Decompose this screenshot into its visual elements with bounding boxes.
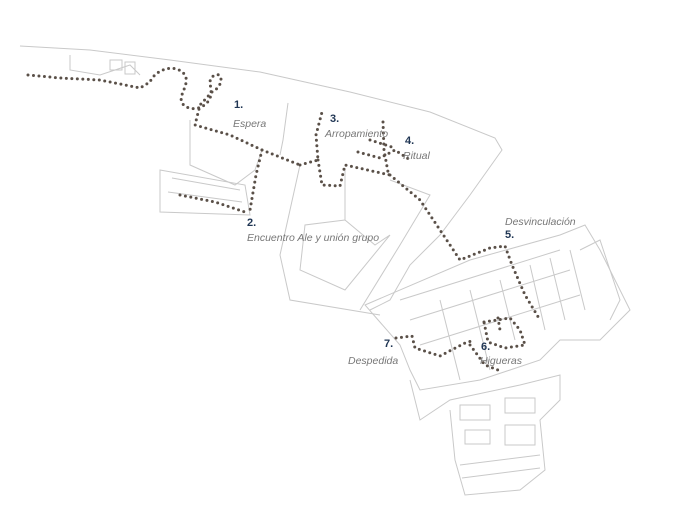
stop-6-number: 6. <box>481 341 491 353</box>
stop-2-number: 2. <box>247 217 257 229</box>
stop-1-number: 1. <box>234 99 244 111</box>
stop-5-number: 5. <box>505 229 515 241</box>
route-segment-7 <box>394 334 477 358</box>
route-segment-6 <box>468 316 527 372</box>
stop-7-number: 7. <box>384 338 394 350</box>
stop-5-label: Desvinculación <box>505 216 576 228</box>
route-segment-5 <box>388 173 542 322</box>
route-segment-4 <box>356 120 412 174</box>
stop-1-label: Espera <box>233 118 267 130</box>
route-segment-3 <box>298 110 392 188</box>
route-segment-1 <box>26 66 302 167</box>
map-outlines <box>19 45 631 496</box>
stop-4-number: 4. <box>405 135 415 147</box>
stop-3-label: Arropamiento <box>325 128 389 140</box>
route-segment-2 <box>178 148 264 214</box>
stop-3-number: 3. <box>330 113 340 125</box>
stop-4-label: Ritual <box>403 150 430 162</box>
walking-route <box>26 66 542 372</box>
stop-7-label: Despedida <box>348 355 399 367</box>
stop-2-label: Encuentro Ale y unión grupo <box>247 232 380 244</box>
stop-6-label: Higueras <box>480 355 523 367</box>
